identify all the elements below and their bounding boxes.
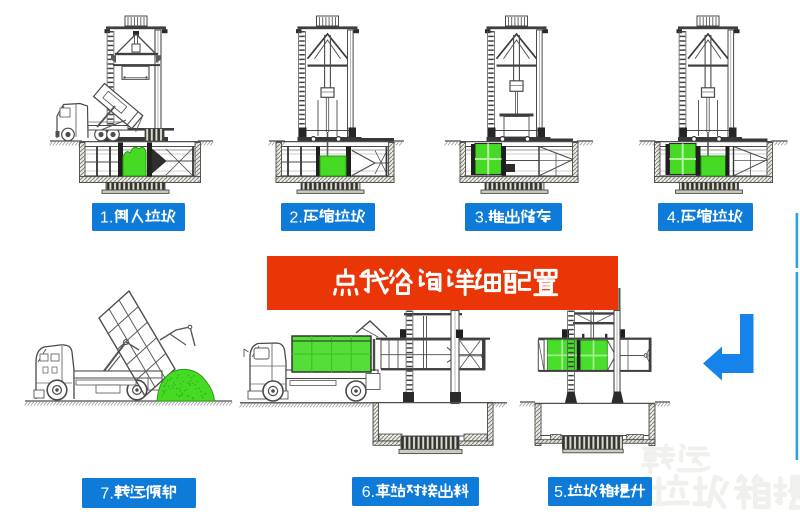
svg-text:6.: 6. — [362, 484, 375, 501]
svg-text:2.: 2. — [289, 209, 302, 227]
svg-text:5.: 5. — [554, 484, 567, 501]
svg-text:4.: 4. — [667, 209, 680, 227]
svg-text:7.: 7. — [100, 485, 113, 503]
svg-text:1.: 1. — [100, 209, 113, 227]
svg-text:3.: 3. — [475, 209, 488, 227]
